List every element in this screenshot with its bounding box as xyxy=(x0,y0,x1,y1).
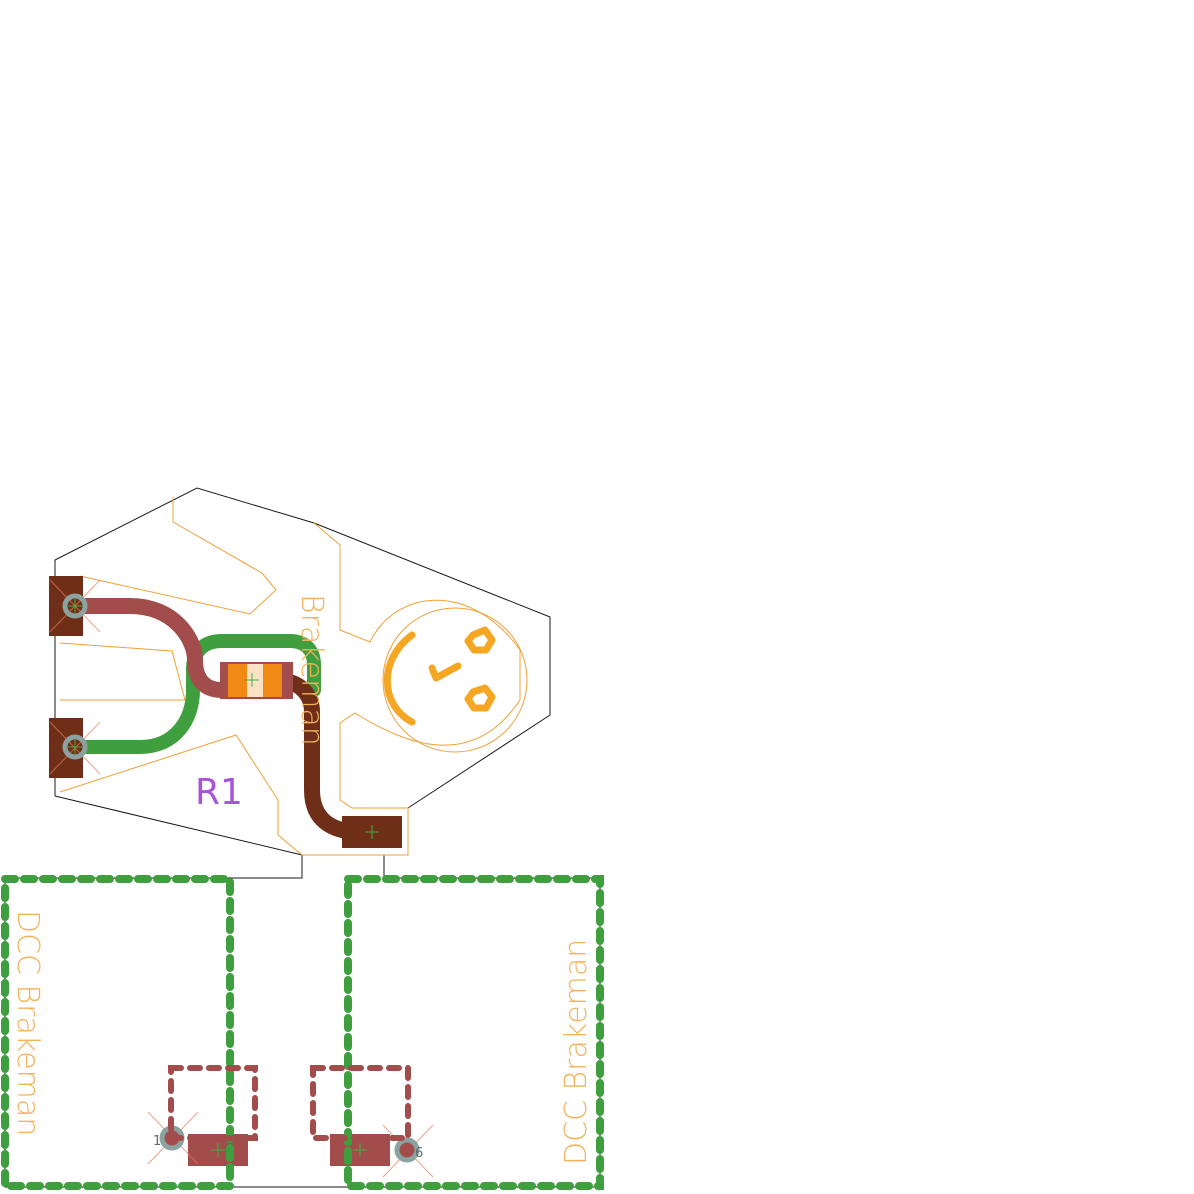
via-top-left xyxy=(62,593,88,619)
left-silk-dcc-brakeman-text: DCC Brakeman xyxy=(10,910,45,1136)
board-outline xyxy=(4,487,601,1188)
right-silk-dcc-brakeman-text: DCC Brakeman xyxy=(559,939,594,1165)
pad-label-1: 1 xyxy=(153,1134,161,1149)
smiley-logo xyxy=(383,626,496,726)
center-crosshairs xyxy=(68,599,379,1157)
component-ref-label: R1 xyxy=(195,772,243,813)
silkscreen-outline xyxy=(59,497,528,856)
via-top-left-lower xyxy=(62,734,88,760)
top-silk-brakeman-text: Brakeman xyxy=(294,594,329,746)
via-bottom-right xyxy=(394,1137,420,1163)
bottom-keepout-outlines xyxy=(1,875,604,1190)
pad-label-6: 6 xyxy=(415,1146,423,1161)
top-copper-trace-r1-pin1 xyxy=(67,598,244,698)
